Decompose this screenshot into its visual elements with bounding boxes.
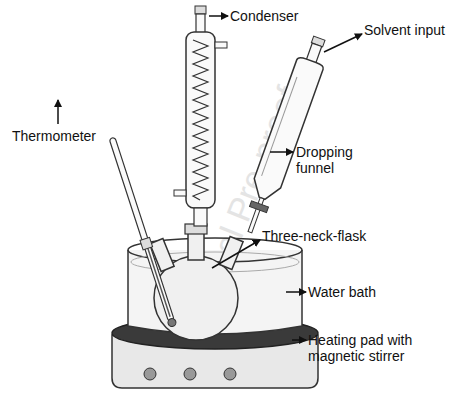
funnel-body (249, 56, 325, 203)
part-label: Water bath (308, 284, 418, 300)
leader-arrow (209, 15, 228, 17)
leader-arrow (212, 240, 260, 268)
three-neck-flask (150, 224, 243, 340)
funnel-graduation (262, 77, 297, 176)
thermometer-adapter (140, 237, 153, 250)
stirrer-knob (224, 368, 236, 380)
part-label: Three-neck-flask (262, 228, 392, 244)
leader-arrow (292, 339, 306, 341)
stirrer-knob (184, 368, 196, 380)
leader-arrow (270, 151, 293, 153)
condenser-joint (194, 208, 207, 226)
part-label: Thermometer (12, 128, 112, 144)
part-label: Condenser (230, 8, 330, 24)
leader-arrow (286, 291, 306, 293)
part-label: Heating pad with magnetic stirrer (308, 332, 458, 364)
condenser-coil (193, 40, 208, 200)
stopcock (250, 201, 269, 213)
leader-arrow (324, 34, 362, 52)
stirrer-knob (144, 368, 156, 380)
thermometer (107, 136, 178, 327)
part-label: Dropping funnel (296, 144, 366, 176)
thermometer-bulb (167, 317, 177, 327)
water-port (215, 42, 227, 48)
thermometer-column (146, 243, 170, 317)
flask-neck (219, 236, 243, 269)
water-port (174, 190, 186, 196)
condenser-neck (196, 14, 205, 34)
part-label: Solvent input (364, 22, 472, 38)
condenser-jacket (186, 32, 215, 208)
thermometer-stem (109, 137, 174, 321)
condenser-stopper (195, 6, 206, 14)
condenser (174, 6, 227, 226)
dropping-funnel (237, 34, 333, 237)
leader-arrow (57, 100, 59, 124)
